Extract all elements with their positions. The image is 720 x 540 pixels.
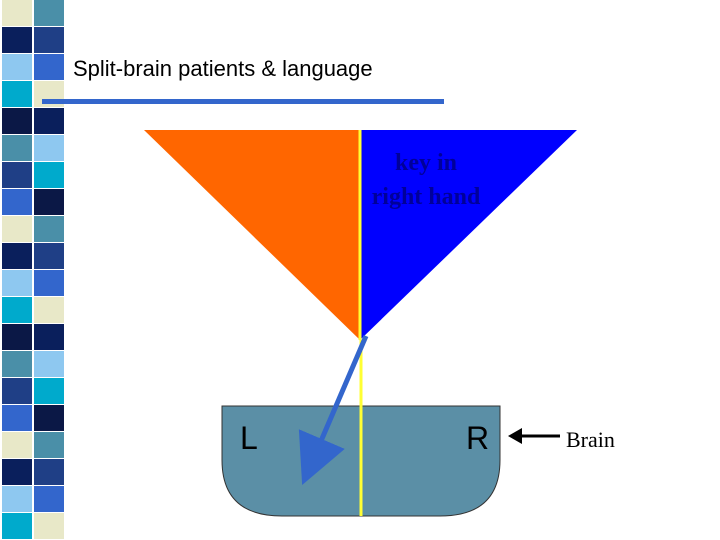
- stimulus-label: key in right hand: [371, 150, 481, 210]
- stripe-block: [2, 189, 32, 215]
- right-visual-field: [360, 130, 577, 340]
- stripe-block: [34, 351, 64, 377]
- stripe-block: [2, 243, 32, 269]
- decorative-stripe: [2, 0, 64, 539]
- stripe-block: [2, 324, 32, 350]
- stripe-block: [2, 351, 32, 377]
- right-hemisphere-label: R: [466, 420, 490, 456]
- stripe-block: [34, 513, 64, 539]
- stripe-block: [2, 513, 32, 539]
- stripe-block: [2, 27, 32, 53]
- stripe-block: [34, 297, 64, 323]
- left-hemisphere-label: L: [240, 420, 258, 456]
- brain-label: Brain: [566, 427, 615, 452]
- stripe-block: [34, 324, 64, 350]
- stripe-block: [2, 459, 32, 485]
- signal-arrow: [298, 335, 369, 485]
- stripe-block: [34, 135, 64, 161]
- brain-pointer-arrowhead: [508, 428, 522, 444]
- stripe-block: [34, 459, 64, 485]
- slide-title: Split-brain patients & language: [73, 56, 373, 81]
- stripe-block: [34, 27, 64, 53]
- stripe-block: [34, 216, 64, 242]
- stripe-block: [34, 378, 64, 404]
- stripe-block: [34, 108, 64, 134]
- stripe-block: [34, 0, 64, 26]
- stripe-block: [34, 432, 64, 458]
- stripe-block: [2, 486, 32, 512]
- stripe-block: [34, 162, 64, 188]
- stripe-block: [34, 270, 64, 296]
- stripe-block: [2, 216, 32, 242]
- stripe-block: [34, 243, 64, 269]
- stripe-block: [2, 135, 32, 161]
- stripe-block: [2, 162, 32, 188]
- left-visual-field: [144, 130, 360, 340]
- stripe-block: [2, 297, 32, 323]
- stripe-block: [34, 189, 64, 215]
- stripe-block: [2, 432, 32, 458]
- stripe-block: [2, 270, 32, 296]
- stripe-block: [2, 54, 32, 80]
- stripe-block: [2, 405, 32, 431]
- stripe-block: [2, 108, 32, 134]
- stripe-block: [2, 0, 32, 26]
- title-underline: [42, 99, 444, 104]
- stripe-block: [2, 81, 32, 107]
- stripe-block: [34, 405, 64, 431]
- stripe-block: [34, 54, 64, 80]
- stripe-block: [34, 486, 64, 512]
- stripe-block: [2, 378, 32, 404]
